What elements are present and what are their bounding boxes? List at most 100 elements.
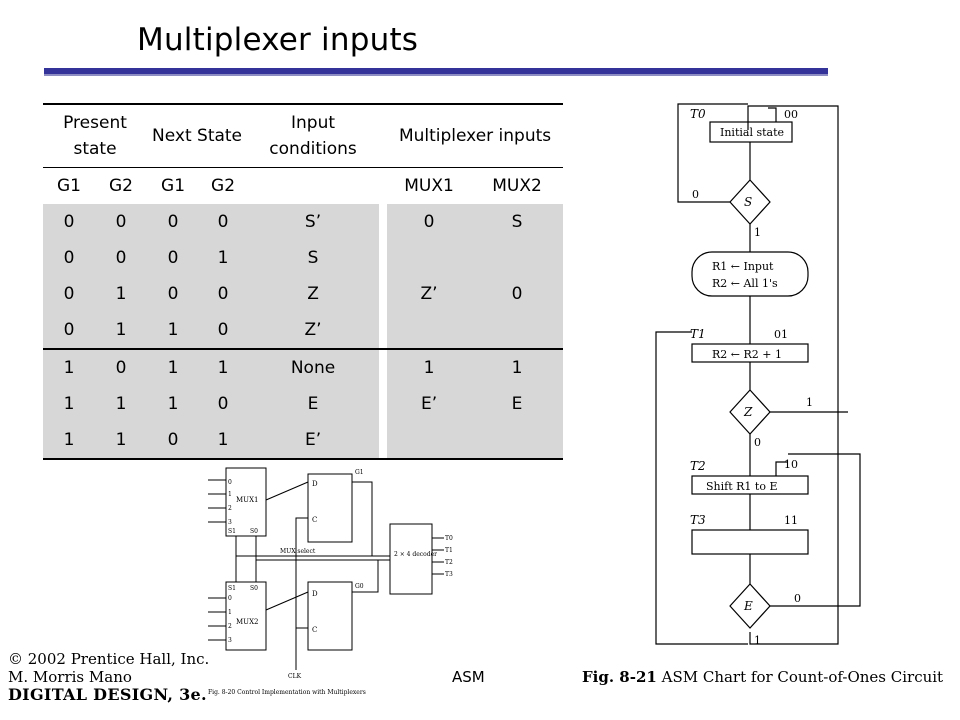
header-present-state: Present state <box>43 103 148 168</box>
table-row: 1 0 1 1 None 1 1 <box>43 348 564 386</box>
cell: E <box>247 386 380 422</box>
cell: 1 <box>95 386 148 422</box>
cell: 1 <box>147 348 200 386</box>
cell: 0 <box>199 276 248 312</box>
ff-g0 <box>307 581 353 651</box>
subheader-input <box>247 167 380 204</box>
figure-caption: Fig. 8-21 ASM Chart for Count-of-Ones Ci… <box>582 668 943 686</box>
cell <box>387 240 472 276</box>
asm-z-zero: 0 <box>754 436 761 449</box>
cell: S <box>247 240 380 276</box>
asm-chart: T0 00 Initial state S 0 1 R1 ← Input R2 … <box>655 103 861 647</box>
cell: E’ <box>387 386 472 422</box>
mux1-input-label: 3 <box>228 519 232 526</box>
cell: 1 <box>147 386 200 422</box>
cell: E’ <box>247 422 380 460</box>
asm-code-00: 00 <box>784 108 798 121</box>
cell <box>471 422 564 460</box>
asm-initial-state-box <box>709 121 793 143</box>
cell: 0 <box>147 276 200 312</box>
cell: E <box>471 386 564 422</box>
cell: 0 <box>199 204 248 240</box>
asm-t3-label: T3 <box>690 513 706 527</box>
mux2-s1-label: S1 <box>228 585 236 592</box>
cell <box>471 312 564 349</box>
mux2-input-label: 3 <box>228 637 232 644</box>
cell: 0 <box>95 240 148 276</box>
asm-t0-label: T0 <box>690 107 706 121</box>
mux1-input-label: 1 <box>228 491 232 498</box>
asm-e-one: 1 <box>754 634 761 647</box>
mux2-input-label: 2 <box>228 623 232 630</box>
asm-z-one: 1 <box>806 396 813 409</box>
cell: 1 <box>95 276 148 312</box>
header-input-conditions: Input conditions <box>247 103 380 168</box>
asm-code-10: 10 <box>784 458 798 471</box>
g1-label: G1 <box>355 469 364 476</box>
mux-circuit-diagram: MUX1 0 1 2 3 S1 S0 MUX2 S1 S0 0 1 2 3 MU… <box>208 467 453 696</box>
cell: 0 <box>43 204 95 240</box>
ff-g0-c-label: C <box>312 626 317 634</box>
cell: 0 <box>43 312 95 349</box>
cell <box>471 240 564 276</box>
ff-g0-d-label: D <box>312 590 318 598</box>
asm-cond-line2: R2 ← All 1's <box>712 277 778 290</box>
multiplexer-table: Present state Next State Input condition… <box>43 103 564 460</box>
cell: Z’ <box>247 312 380 349</box>
caption-fig-number: Fig. 8-21 <box>582 668 657 686</box>
ff-g1-d-label: D <box>312 480 318 488</box>
subheader-g2-present: G2 <box>95 167 148 204</box>
mux2-label: MUX2 <box>236 618 259 626</box>
cell: 0 <box>387 204 472 240</box>
table-row: 1 1 1 0 E E’ E <box>43 386 564 422</box>
cell: 1 <box>471 348 564 386</box>
cell: 0 <box>147 240 200 276</box>
asm-e-decision <box>729 583 771 629</box>
ff-g1-c-label: C <box>312 516 317 524</box>
asm-cond-line1: R1 ← Input <box>712 260 774 273</box>
asm-initial-state-label: Initial state <box>720 126 784 139</box>
mux2-input-label: 1 <box>228 609 232 616</box>
cell <box>387 312 472 349</box>
clk-label: CLK <box>288 673 302 680</box>
mux1-input-label: 0 <box>228 479 232 486</box>
cell: 1 <box>199 348 248 386</box>
cell: Z’ <box>387 276 472 312</box>
decoder-block <box>389 523 433 595</box>
table-row: 1 1 0 1 E’ <box>43 422 564 460</box>
table-subheader-row: G1 G2 G1 G2 MUX1 MUX2 <box>43 167 564 204</box>
subheader-mux2: MUX2 <box>471 167 564 204</box>
cell: 0 <box>199 312 248 349</box>
asm-code-01: 01 <box>774 328 788 341</box>
cell: Z <box>247 276 380 312</box>
subheader-g1-next: G1 <box>147 167 200 204</box>
table-header-row: Present state Next State Input condition… <box>43 103 564 168</box>
mux1-s0-label: S0 <box>250 528 258 535</box>
asm-s-one: 1 <box>754 226 761 239</box>
table-row: 0 0 0 0 S’ 0 S <box>43 204 564 240</box>
decoder-label: 2 × 4 decoder <box>394 551 437 558</box>
title-rule <box>44 68 828 76</box>
cell: 0 <box>95 348 148 386</box>
cell: S’ <box>247 204 380 240</box>
cell: 0 <box>147 204 200 240</box>
credit-author: M. Morris Mano <box>8 668 132 686</box>
cell: 0 <box>43 240 95 276</box>
footer-asm: ASM <box>452 668 485 686</box>
cell: 1 <box>147 312 200 349</box>
ff-g1 <box>307 473 353 543</box>
cell: 0 <box>471 276 564 312</box>
asm-e-label: E <box>743 599 753 613</box>
cell: 1 <box>387 348 472 386</box>
cell: 1 <box>43 386 95 422</box>
circuit-caption: Fig. 8-20 Control Implementation with Mu… <box>208 689 366 696</box>
table-row: 0 1 0 0 Z Z’ 0 <box>43 276 564 312</box>
credit-copyright: © 2002 Prentice Hall, Inc. <box>8 650 210 668</box>
cell: 0 <box>199 386 248 422</box>
page-title: Multiplexer inputs <box>137 22 419 58</box>
publisher-credit: © 2002 Prentice Hall, Inc. M. Morris Man… <box>8 650 209 704</box>
mux1-label: MUX1 <box>236 496 259 504</box>
table-row: 0 0 0 1 S <box>43 240 564 276</box>
header-multiplexer-inputs: Multiplexer inputs <box>387 103 564 168</box>
asm-e-zero: 0 <box>794 592 801 605</box>
